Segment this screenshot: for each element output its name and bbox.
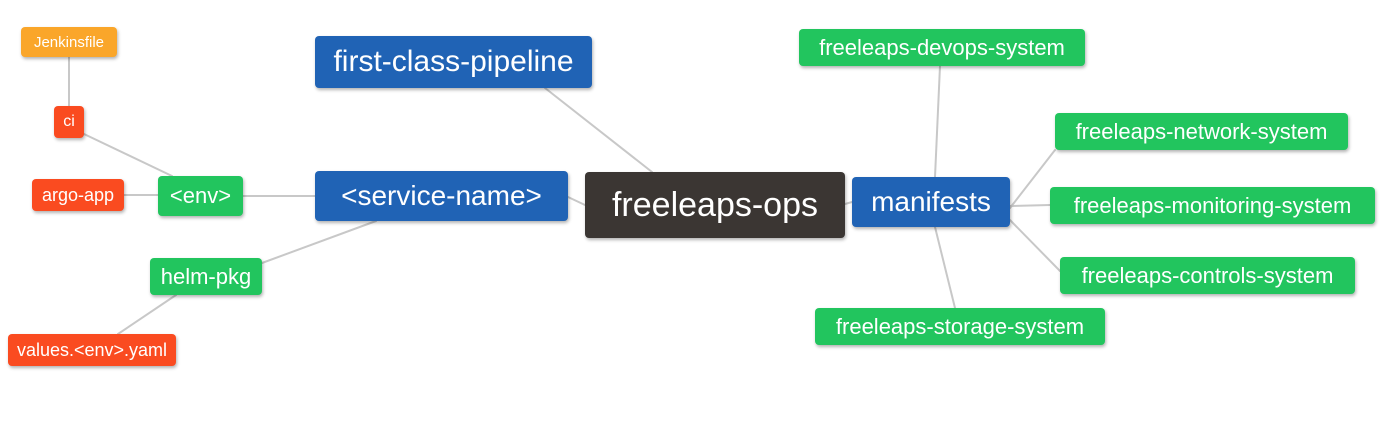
mindmap-node-label: freeleaps-devops-system <box>819 34 1065 60</box>
mindmap-node-ci[interactable]: ci <box>54 106 84 138</box>
edge-root-first-class-pipeline <box>544 87 653 173</box>
mindmap-node-jenkinsfile[interactable]: Jenkinsfile <box>21 27 117 57</box>
edge-root-service-name <box>567 196 586 206</box>
mindmap-node-label: argo-app <box>41 185 115 205</box>
mindmap-node-label: manifests <box>871 186 991 217</box>
edge-helm-pkg-values <box>117 294 177 335</box>
edge-service-name-helm-pkg <box>261 220 377 264</box>
mindmap-node-freeleaps-ops[interactable]: freeleaps-ops <box>585 172 845 238</box>
mindmap-node-label: freeleaps-network-system <box>1075 118 1328 144</box>
edge-manifests-storage <box>934 226 956 309</box>
mindmap-node-label: first-class-pipeline <box>333 45 574 78</box>
edge-root-manifests <box>844 201 853 205</box>
mindmap-node-label: Jenkinsfile <box>33 33 105 51</box>
mindmap-node-freeleaps-network-system[interactable]: freeleaps-network-system <box>1055 113 1348 150</box>
mindmap-node-freeleaps-storage-system[interactable]: freeleaps-storage-system <box>815 308 1105 345</box>
edge-manifests-devops <box>934 65 941 178</box>
mindmap-node-helm-pkg[interactable]: helm-pkg <box>150 258 262 295</box>
mindmap-node-label: freeleaps-ops <box>611 186 818 224</box>
mindmap-node-env[interactable]: <env> <box>158 176 243 216</box>
edge-manifests-monitoring <box>1009 204 1051 207</box>
mindmap-node-first-class-pipeline[interactable]: first-class-pipeline <box>315 36 592 88</box>
mindmap-node-label: freeleaps-monitoring-system <box>1073 192 1352 218</box>
mindmap-node-values-env-yaml[interactable]: values.<env>.yaml <box>8 334 176 366</box>
mindmap-node-label: freeleaps-storage-system <box>835 313 1085 339</box>
mindmap-node-freeleaps-devops-system[interactable]: freeleaps-devops-system <box>799 29 1085 66</box>
mindmap-node-label: ci <box>63 113 75 130</box>
edge-manifests-controls <box>1009 219 1061 272</box>
mindmap-node-label: <service-name> <box>341 180 542 211</box>
mindmap-node-label: freeleaps-controls-system <box>1081 262 1334 288</box>
mindmap-node-service-name[interactable]: <service-name> <box>315 171 568 221</box>
mindmap-node-label: helm-pkg <box>160 263 252 289</box>
edge-manifests-network <box>1009 149 1056 209</box>
mindmap-node-manifests[interactable]: manifests <box>852 177 1010 227</box>
mindmap-node-label: values.<env>.yaml <box>16 340 168 360</box>
edge-env-ci <box>83 133 173 177</box>
mindmap-node-label: <env> <box>169 183 232 208</box>
mindmap-node-freeleaps-controls-system[interactable]: freeleaps-controls-system <box>1060 257 1355 294</box>
mindmap-node-freeleaps-monitoring-system[interactable]: freeleaps-monitoring-system <box>1050 187 1375 224</box>
mindmap-node-argo-app[interactable]: argo-app <box>32 179 124 211</box>
